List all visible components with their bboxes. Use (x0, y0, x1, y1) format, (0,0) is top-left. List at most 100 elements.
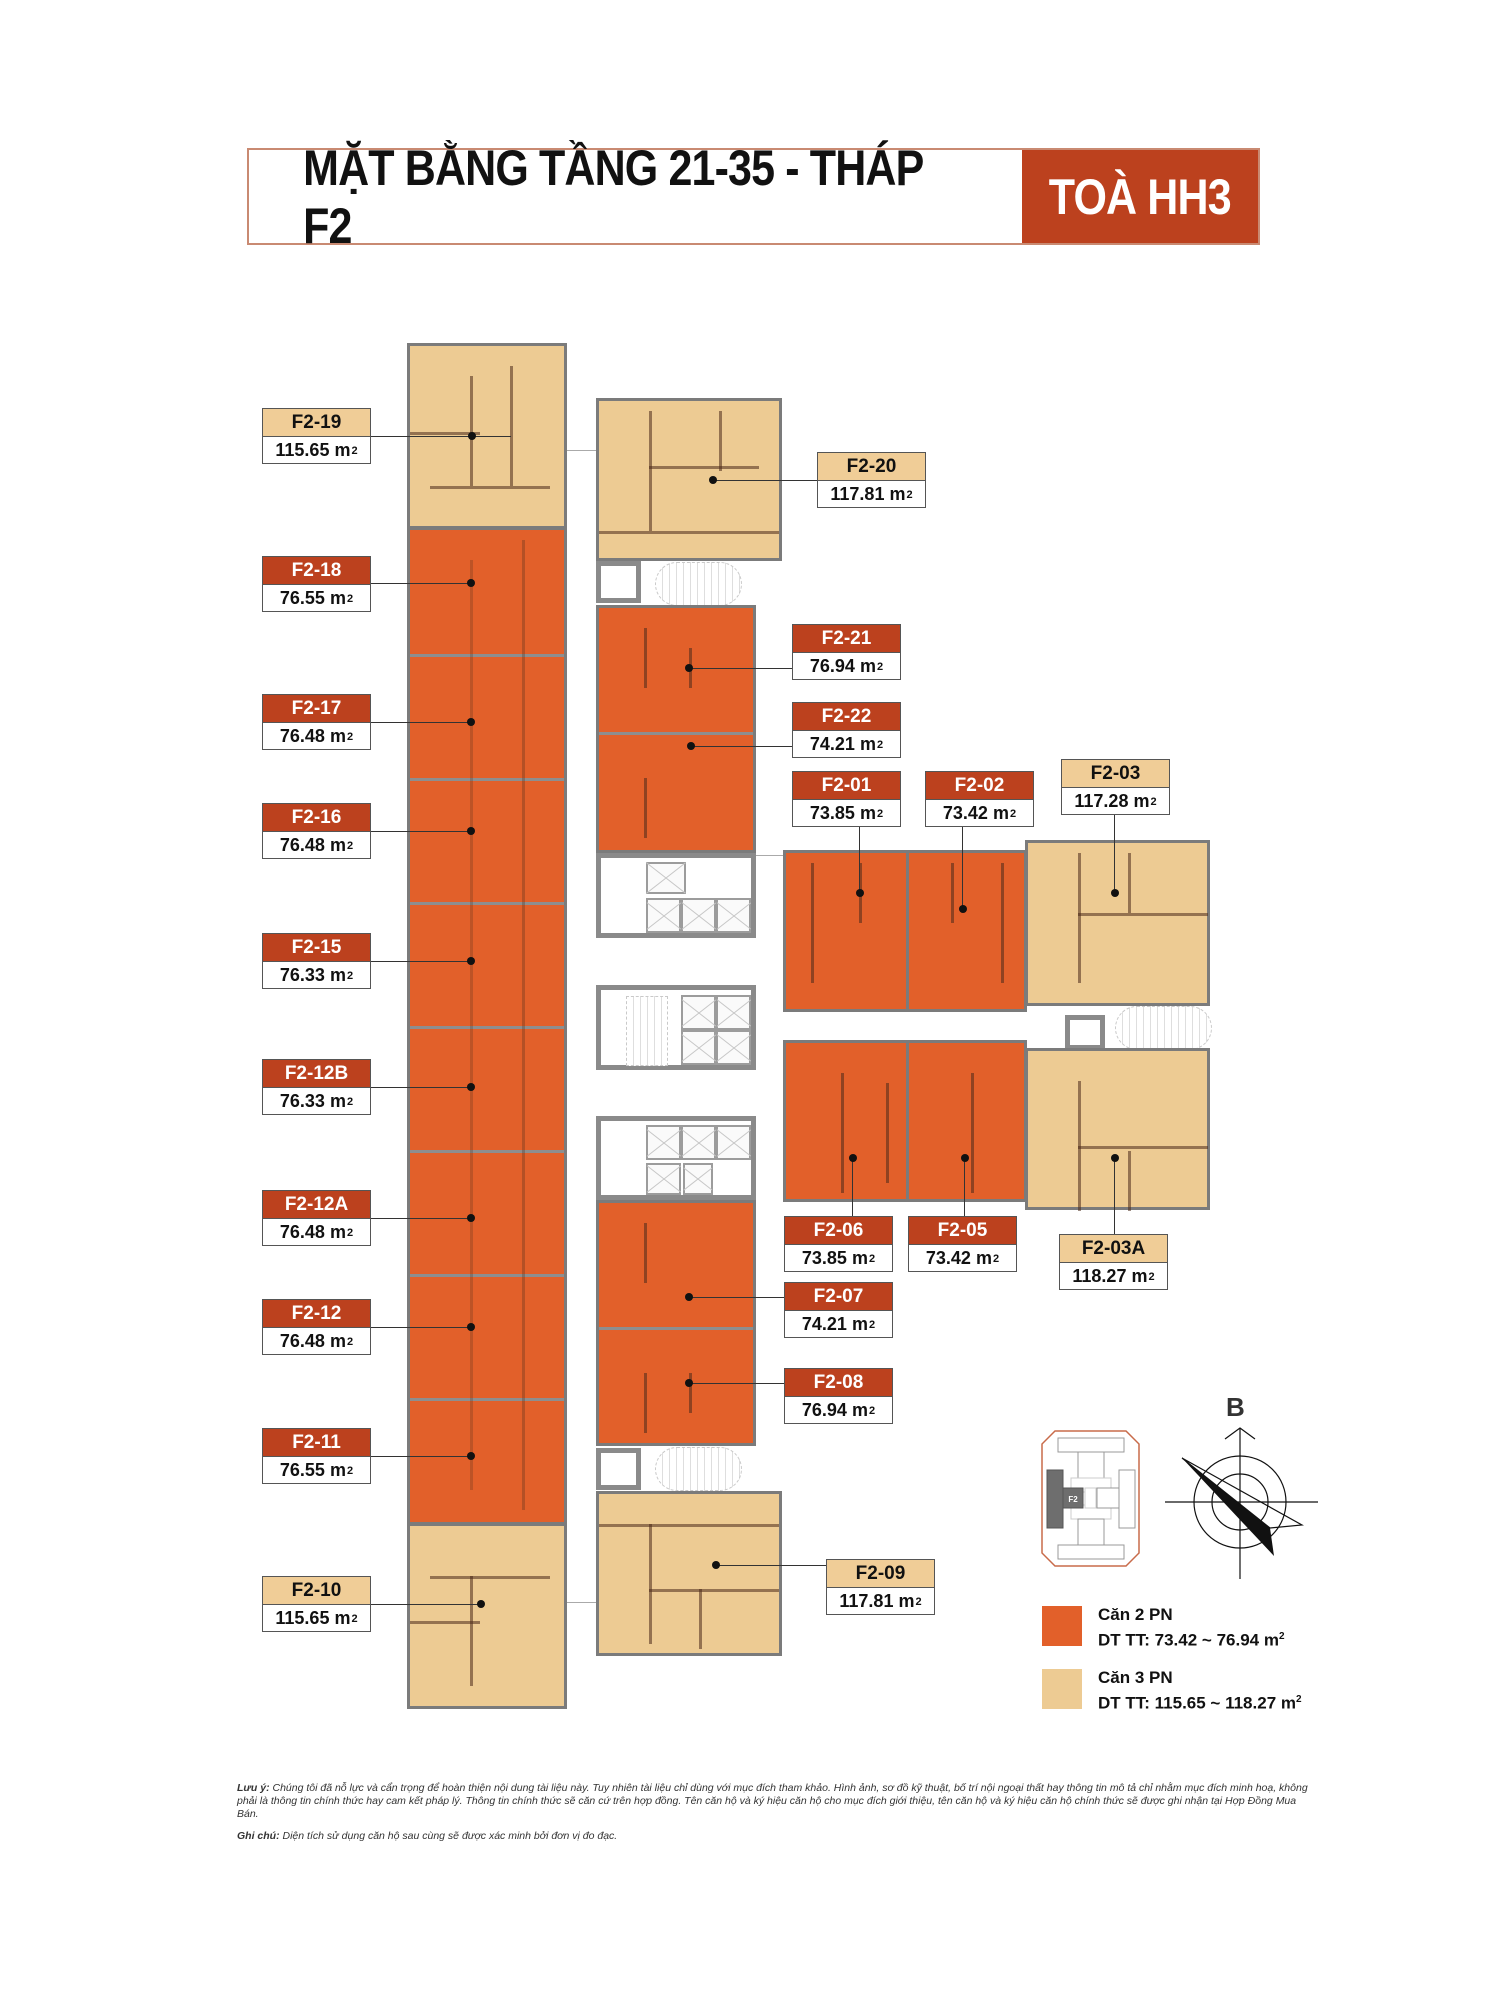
legend-title: Căn 2 PN (1098, 1605, 1173, 1624)
unit-block-f2-09[interactable] (596, 1491, 782, 1656)
unit-code: F2-22 (793, 703, 900, 731)
compass-icon (1165, 1427, 1318, 1579)
leader-line (962, 827, 963, 909)
leader-line (689, 668, 792, 669)
leader-line (691, 746, 792, 747)
leader-line (1114, 815, 1115, 893)
leader-dot (959, 905, 967, 913)
leader-dot (1111, 1154, 1119, 1162)
unit-block-f2-03a[interactable] (1025, 1048, 1210, 1211)
building-tag-text: TOÀ HH3 (1049, 168, 1232, 225)
leader-dot (1111, 889, 1119, 897)
leader-line (713, 480, 817, 481)
leader-line (371, 1218, 471, 1219)
leader-line (1114, 1158, 1115, 1234)
leader-line (371, 583, 471, 584)
legend-swatch-3pn (1042, 1669, 1082, 1709)
corridor-connector (567, 1602, 596, 1603)
leader-line (716, 1565, 826, 1566)
unit-block-f2-01-f2-02 (783, 850, 1027, 1012)
leader-dot (467, 1083, 475, 1091)
leader-dot (685, 1293, 693, 1301)
stair-core-south (655, 1447, 742, 1491)
leader-dot (467, 1452, 475, 1460)
remark-label: Ghi chú: (237, 1830, 280, 1842)
title-banner: MẶT BẰNG TẦNG 21-35 - THÁP F2 TOÀ HH3 (247, 139, 1260, 254)
leader-dot (685, 664, 693, 672)
unit-code: F2-05 (909, 1217, 1016, 1245)
page-title: MẶT BẰNG TẦNG 21-35 - THÁP F2 (303, 139, 923, 254)
elevator-stair-core-2 (596, 985, 756, 1070)
leader-dot (961, 1154, 969, 1162)
legend-item-2pn: Căn 2 PN DT TT: 73.42 ~ 76.94 m2 (1098, 1604, 1285, 1652)
unit-block-left-tower-2pn (407, 527, 567, 1525)
unit-block-f2-03[interactable] (1025, 840, 1210, 1006)
leader-line (371, 1604, 481, 1605)
unit-code: F2-06 (785, 1217, 892, 1245)
unit-code: F2-16 (263, 804, 370, 832)
unit-code: F2-09 (827, 1560, 934, 1588)
svg-text:F2: F2 (1068, 1495, 1078, 1504)
unit-code: F2-12B (263, 1060, 370, 1088)
compass-north-label: B (1226, 1392, 1245, 1422)
leader-line (371, 1087, 471, 1088)
leader-dot (467, 957, 475, 965)
unit-code: F2-10 (263, 1577, 370, 1605)
legend-title: Căn 3 PN (1098, 1668, 1173, 1687)
leader-dot (712, 1561, 720, 1569)
legend-item-3pn: Căn 3 PN DT TT: 115.65 ~ 118.27 m2 (1098, 1667, 1302, 1715)
stair-core-east (1115, 1006, 1212, 1050)
unit-code: F2-07 (785, 1283, 892, 1311)
leader-line (859, 827, 860, 893)
leader-dot (467, 718, 475, 726)
leader-line (371, 961, 471, 962)
unit-code: F2-18 (263, 557, 370, 585)
building-tag: TOÀ HH3 (1022, 150, 1258, 243)
unit-block-f2-06-f2-05 (783, 1040, 1027, 1202)
corridor-connector (756, 855, 783, 856)
leader-dot (849, 1154, 857, 1162)
service-core-south (596, 1448, 641, 1490)
leader-line (964, 1158, 965, 1216)
key-plan: F2 (1041, 1430, 1140, 1567)
unit-block-f2-10[interactable] (407, 1523, 567, 1709)
unit-code: F2-01 (793, 772, 900, 800)
remark-text: Diện tích sử dụng căn hộ sau cùng sẽ đượ… (279, 1830, 618, 1842)
service-core-east (1065, 1015, 1105, 1050)
unit-block-f2-20[interactable] (596, 398, 782, 561)
disclaimer-remark: Ghi chú: Diện tích sử dụng căn hộ sau cù… (237, 1830, 1315, 1843)
note-text: Chúng tôi đã nỗ lực và cẩn trọng để hoàn… (237, 1782, 1308, 1820)
